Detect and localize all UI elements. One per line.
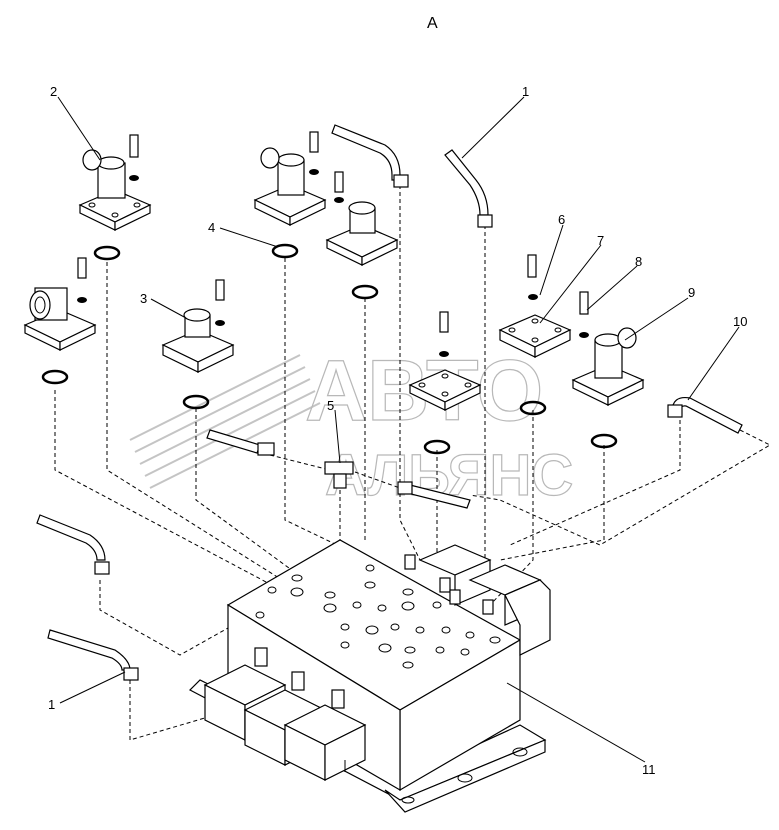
block-port-holes (255, 564, 501, 669)
callout-1-top: 1 (522, 84, 529, 99)
elbow-flange-9 (571, 291, 645, 406)
elbow-flange-left (23, 257, 97, 351)
callout-leaders (57, 96, 740, 763)
callout-8: 8 (635, 254, 642, 269)
o-rings (41, 243, 618, 455)
callout-6: 6 (558, 212, 565, 227)
callout-2: 2 (50, 84, 57, 99)
elbow-flange-2 (78, 134, 152, 231)
solenoid-coils (203, 647, 367, 781)
elbow-flange-center (253, 131, 327, 226)
callout-10: 10 (733, 314, 747, 329)
flange-plate-center (408, 311, 482, 411)
callout-11: 11 (642, 762, 656, 777)
view-label: A (427, 15, 438, 32)
callout-4: 4 (208, 220, 215, 235)
flange-3 (161, 279, 235, 373)
callout-labels: 2 1 3 4 5 6 7 8 9 10 11 1 (48, 84, 747, 777)
cover-plate-7 (498, 254, 572, 358)
callout-1-bottom: 1 (48, 697, 55, 712)
connection-lines (54, 185, 772, 741)
callout-3: 3 (140, 291, 147, 306)
flange-cap-center (325, 171, 399, 266)
callout-5: 5 (327, 398, 334, 413)
callout-9: 9 (688, 285, 695, 300)
tube-fittings (36, 124, 743, 681)
callout-7: 7 (597, 233, 604, 248)
